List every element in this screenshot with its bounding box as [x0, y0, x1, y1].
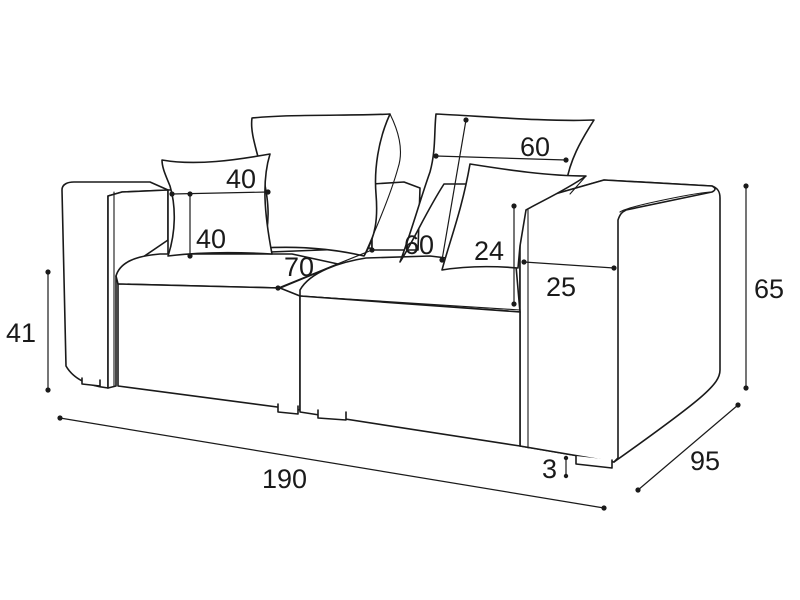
label-depth: 95 [690, 446, 720, 476]
dim-seat-depth [275, 247, 375, 291]
label-small-cushion-height: 40 [196, 224, 226, 254]
sofa-legs [81, 377, 613, 469]
dim-armrest-width [521, 259, 617, 271]
label-armrest-height: 24 [474, 236, 504, 266]
label-seat-depth: 70 [284, 252, 314, 282]
label-large-cushion-width: 60 [520, 132, 550, 162]
left-armrest [61, 181, 169, 389]
dim-seat-height [45, 269, 51, 393]
dim-total-height [743, 183, 749, 391]
label-small-cushion-width: 40 [226, 164, 256, 194]
dim-large-cushion-height [439, 117, 469, 263]
dim-armrest-height [511, 203, 517, 307]
right-seat [299, 255, 521, 447]
label-leg-height: 3 [542, 454, 557, 484]
left-seat [115, 253, 339, 411]
dim-large-cushion-width [433, 153, 569, 163]
dim-small-cushion-height [187, 191, 193, 259]
label-seat-height: 41 [6, 318, 36, 348]
large-cushion-right [399, 113, 595, 263]
label-total-height: 65 [754, 274, 784, 304]
label-large-cushion-height: 60 [404, 230, 434, 260]
dim-leg-height [563, 455, 569, 479]
right-armrest [519, 179, 721, 463]
label-armrest-width: 25 [546, 272, 576, 302]
dim-depth [635, 402, 741, 493]
label-total-width: 190 [262, 464, 307, 494]
dim-total-width [57, 415, 607, 511]
